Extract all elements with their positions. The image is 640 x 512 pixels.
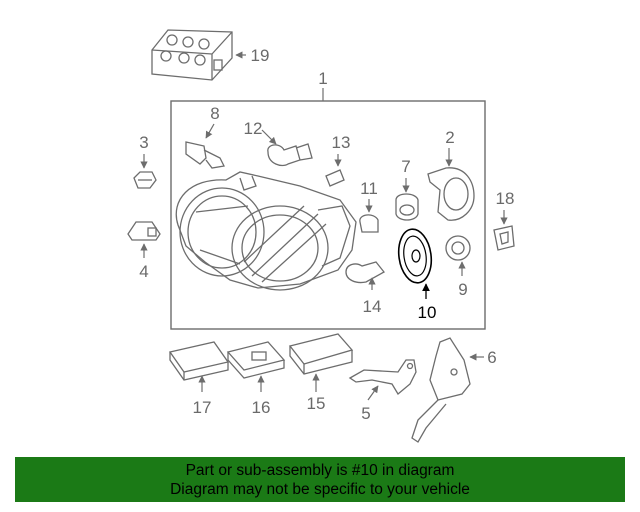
part-14-bulb: [345, 261, 385, 290]
label-part-10: 10: [418, 303, 437, 322]
info-banner: Part or sub-assembly is #10 in diagram D…: [15, 457, 625, 502]
label-part-9: 9: [458, 280, 467, 299]
label-part-14: 14: [363, 297, 382, 316]
label-part-5: 5: [361, 404, 370, 423]
part-5-bracket: [348, 359, 417, 401]
part-11-bulb: [359, 199, 379, 233]
headlamp-assembly-frame: [170, 100, 486, 330]
label-part-8: 8: [210, 104, 219, 123]
part-6-bracket: [411, 337, 484, 443]
part-17-module: [168, 341, 230, 392]
part-12-bulb: [261, 129, 313, 167]
part-8-bulb: [185, 123, 225, 169]
parts-diagram: 1 2 3 4 5 6 7 8 9 10 11 12 13 14 15 16 1…: [127, 29, 515, 443]
part-16-module: [226, 341, 286, 392]
part-18-clip: [493, 210, 515, 251]
label-part-13: 13: [332, 133, 351, 152]
label-part-19: 19: [251, 46, 270, 65]
part-7-socket: [395, 178, 419, 221]
label-part-7: 7: [401, 157, 410, 176]
part-3-screw: [133, 154, 157, 189]
label-part-16: 16: [252, 398, 271, 417]
label-part-2: 2: [445, 128, 454, 147]
label-part-12: 12: [244, 119, 263, 138]
label-part-17: 17: [193, 398, 212, 417]
label-part-1: 1: [318, 69, 327, 88]
part-19-connector: [151, 29, 246, 81]
label-part-6: 6: [487, 348, 496, 367]
label-part-11: 11: [360, 179, 378, 198]
banner-disclaimer: Diagram may not be specific to your vehi…: [170, 481, 470, 498]
label-part-4: 4: [139, 262, 148, 281]
part-13-bulb: [325, 154, 345, 187]
part-2-cap: [427, 148, 475, 221]
part-9-grommet: [445, 235, 471, 276]
headlamp-housing: [175, 171, 357, 291]
part-10-gasket: [397, 228, 433, 299]
banner-part-note: Part or sub-assembly is #10 in diagram: [185, 462, 455, 479]
label-part-3: 3: [139, 133, 148, 152]
label-part-15: 15: [307, 394, 326, 413]
label-part-18: 18: [496, 189, 515, 208]
part-15-module: [288, 333, 354, 392]
part-4-bracket: [127, 221, 161, 258]
